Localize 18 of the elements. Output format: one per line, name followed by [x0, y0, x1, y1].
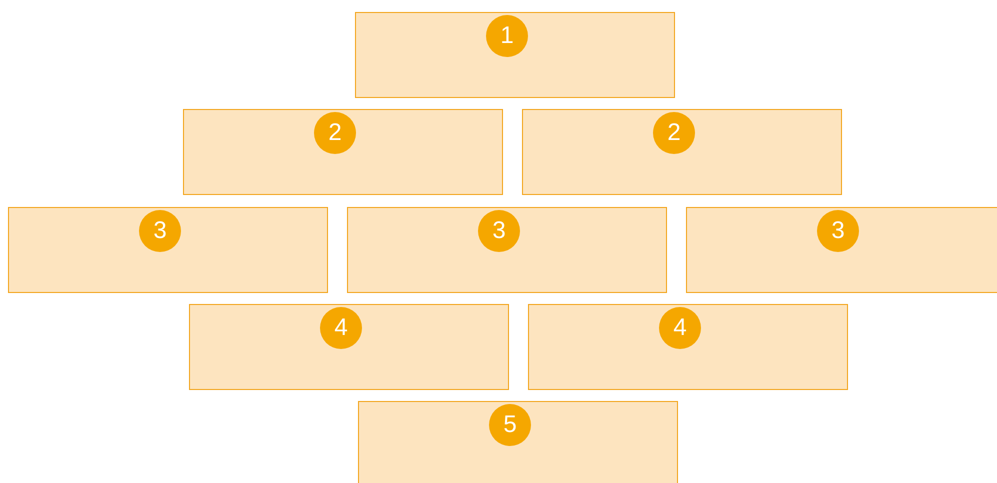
block-box	[358, 401, 678, 483]
block-box	[522, 109, 842, 195]
block-box	[183, 109, 503, 195]
number-badge: 4	[659, 307, 701, 349]
block-box	[189, 304, 509, 390]
number-badge: 3	[478, 210, 520, 252]
number-badge: 3	[139, 210, 181, 252]
number-badge: 4	[320, 307, 362, 349]
block-box	[355, 12, 675, 98]
number-badge: 2	[314, 112, 356, 154]
block-box	[528, 304, 848, 390]
number-badge: 3	[817, 210, 859, 252]
number-badge: 5	[489, 404, 531, 446]
block-box	[8, 207, 328, 293]
number-badge: 1	[486, 15, 528, 57]
number-badge: 2	[653, 112, 695, 154]
block-box	[347, 207, 667, 293]
block-box	[686, 207, 997, 293]
